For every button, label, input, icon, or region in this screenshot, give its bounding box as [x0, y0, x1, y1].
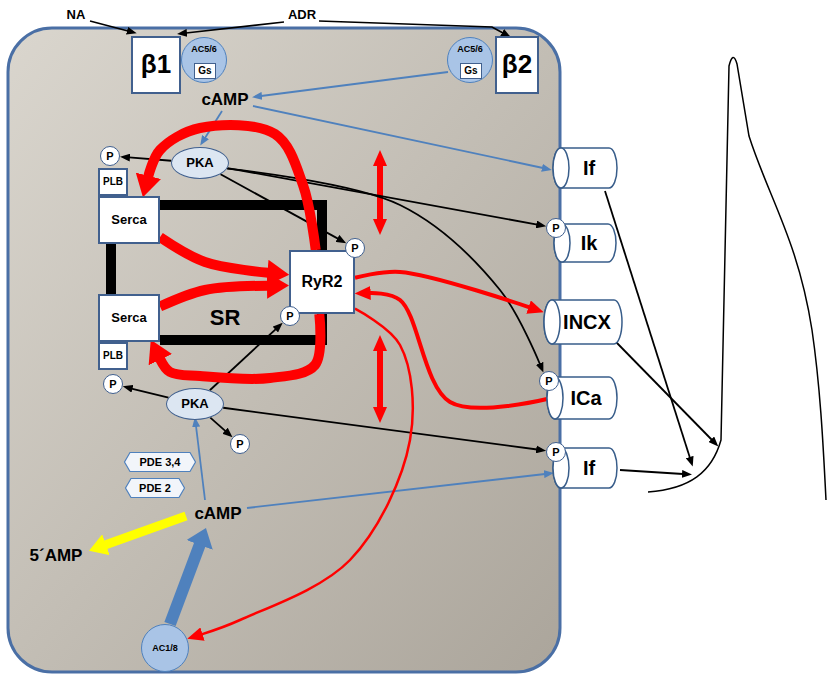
kinase-ellipse: PKA [166, 388, 224, 420]
current-arrow [616, 342, 712, 440]
phosphorylation-arrow [223, 408, 537, 450]
phospholamban-box: PLB [98, 342, 128, 370]
node-text: AC5/6 [457, 44, 483, 54]
adenylyl-cyclase: AC5/6Gs [181, 37, 227, 83]
phosphorylation-arrow [227, 169, 540, 365]
hormone-arrow [319, 21, 503, 33]
camp-synthesis-arrow [170, 544, 200, 624]
phosphorylation-arrow [210, 418, 226, 432]
action-potential-trace [648, 57, 826, 500]
hormone-label: ADR [288, 8, 316, 23]
node-text: PLB [103, 350, 123, 362]
metabolite-label: 5´AMP [30, 546, 83, 566]
node-text: ICa [570, 387, 601, 410]
node-text: Serca [111, 213, 146, 228]
calcium-flux-arrow [377, 165, 383, 220]
node-text: β1 [141, 50, 171, 80]
camp-arrow [247, 474, 545, 508]
degradation-arrow [105, 516, 186, 545]
phosphorylation-arrow [228, 168, 538, 225]
messenger-label: cAMP [194, 504, 241, 524]
hexagon-shape [125, 453, 196, 472]
hormone-label: NA [67, 8, 86, 23]
node-text: P [106, 150, 113, 163]
phospholamban-box: PLB [98, 168, 128, 196]
node-text: P [545, 375, 552, 388]
camp-arrow [196, 426, 205, 500]
phospho-circle: P [546, 218, 566, 238]
node-text: P [236, 438, 243, 451]
phosphodiesterase-hexagon: PDE 2 [125, 478, 185, 498]
phosphorylation-arrow [221, 174, 339, 239]
node-text: AC5/6 [191, 44, 217, 54]
organelle-label: SR [210, 305, 241, 330]
node-text: PKA [181, 397, 208, 412]
calcium-cycle-arrow [148, 125, 316, 250]
calcium-activation-arrow [202, 309, 413, 635]
node-text: P [351, 242, 358, 255]
node-text: P [552, 446, 559, 459]
hormone-arrow [90, 21, 128, 31]
adenylyl-cyclase: AC5/6Gs [447, 37, 493, 83]
node-text: β2 [502, 50, 532, 80]
node-text: PDE 3,4 [140, 456, 181, 469]
kinase-ellipse: PKA [171, 147, 229, 179]
node-text: AC1/8 [152, 643, 178, 653]
channel-body [553, 148, 617, 188]
phospho-circle: P [345, 238, 365, 258]
receptor-box: β2 [495, 36, 539, 94]
node-text: P [286, 310, 293, 323]
phospho-circle: P [546, 442, 566, 462]
hormone-label: ADR [288, 8, 316, 23]
calcium-flux-arrow [377, 350, 383, 408]
calcium-flow-arrow [355, 272, 530, 308]
hexagon-shape [126, 479, 185, 498]
node-text: INCX [563, 311, 611, 334]
channel-face [544, 300, 560, 344]
node-text: PLB [103, 176, 123, 188]
node-text: Serca [111, 311, 146, 326]
phosphorylation-arrow [131, 389, 168, 398]
calcium-flow-arrow [370, 293, 547, 408]
phospho-circle: P [100, 146, 120, 166]
channel-body [544, 300, 622, 344]
messenger-label: cAMP [201, 90, 248, 110]
phospho-circle: P [230, 434, 250, 454]
node-text: PDE 2 [139, 482, 171, 495]
phospho-circle: P [539, 371, 559, 391]
node-text: Gs [198, 65, 211, 77]
node-text: PKA [186, 156, 213, 171]
node-text: P [109, 378, 116, 391]
ryanodine-receptor-box: RyR2 [289, 250, 355, 314]
node-text: If [583, 157, 595, 180]
channel-face [553, 148, 569, 188]
hormone-arrow [186, 22, 284, 33]
messenger-label: cAMP [201, 90, 248, 110]
hormone-label: NA [67, 8, 86, 23]
phospho-circle: P [103, 374, 123, 394]
calcium-flow-arrow [160, 237, 268, 273]
camp-arrow [261, 72, 448, 96]
pump-box: Serca [98, 294, 160, 342]
cell-membrane [8, 28, 560, 672]
messenger-label: cAMP [194, 504, 241, 524]
calcium-flow-arrow [160, 286, 268, 307]
metabolite-label: 5´AMP [30, 546, 83, 566]
adenylyl-cyclase: AC1/8 [141, 624, 189, 672]
ion-channel: INCX [544, 299, 622, 345]
phosphodiesterase-hexagon: PDE 3,4 [124, 452, 196, 472]
node-text: RyR2 [302, 273, 343, 291]
g-protein-box: Gs [194, 63, 216, 79]
current-arrow [620, 470, 683, 474]
node-text: If [583, 457, 595, 480]
node-text: P [552, 222, 559, 235]
g-protein-box: Gs [460, 63, 482, 79]
organelle-label: SR [210, 305, 241, 330]
pump-box: Serca [98, 196, 160, 244]
phospho-circle: P [280, 306, 300, 326]
receptor-box: β1 [131, 36, 181, 94]
node-text: Gs [464, 65, 477, 77]
node-text: Ik [581, 232, 598, 255]
ion-channel: If [553, 147, 617, 189]
